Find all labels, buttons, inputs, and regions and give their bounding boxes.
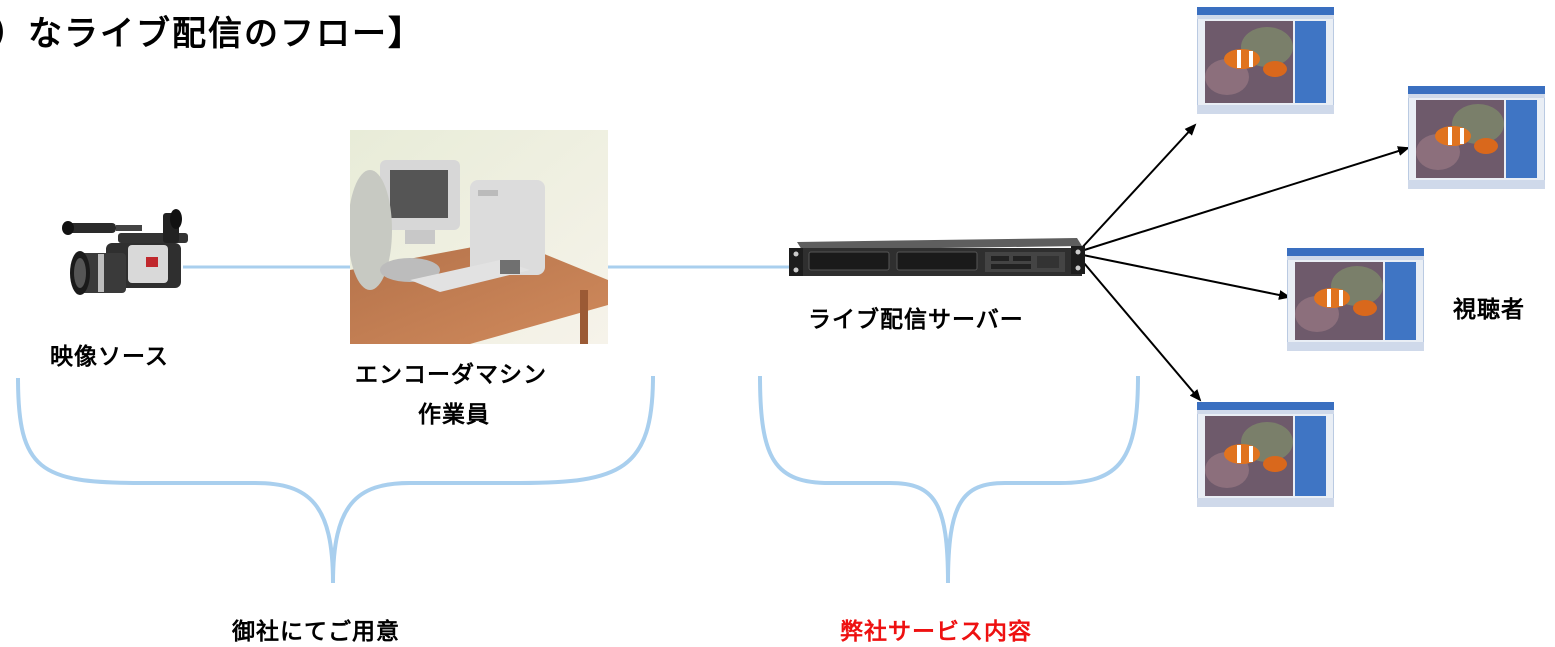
our-service-brace [758, 375, 1140, 584]
arrow-to-viewer-2 [1077, 146, 1410, 253]
page-title: ）なライブ配信のフロー】 [0, 14, 424, 54]
viewer-screen-thumbnail-icon [1197, 402, 1334, 507]
video-source-label: 映像ソース [50, 344, 169, 370]
video-camera-icon [58, 205, 188, 305]
viewer-screen-thumbnail-icon [1408, 86, 1545, 189]
server-label: ライブ配信サーバー [808, 307, 1024, 333]
our-service-label: 弊社サービス内容 [840, 619, 1032, 645]
client-prepares-brace [16, 375, 655, 584]
viewers-label: 視聴者 [1453, 297, 1525, 323]
operator-label: 作業員 [418, 402, 490, 428]
viewer-screen-2 [1408, 86, 1545, 189]
client-prepares-label: 御社にてご用意 [232, 619, 400, 645]
arrow-to-viewer-3 [1077, 253, 1291, 300]
arrow-to-viewer-4 [1077, 255, 1202, 402]
arrow-to-viewer-1 [1077, 123, 1197, 253]
rack-server-icon [787, 236, 1087, 278]
viewer-screen-thumbnail-icon [1197, 7, 1334, 114]
viewer-screen-3 [1287, 248, 1424, 351]
viewer-screen-4 [1197, 402, 1334, 507]
viewer-screen-1 [1197, 7, 1334, 114]
encoder-machine-label: エンコーダマシン [355, 362, 547, 388]
encoder-workstation-photo [350, 130, 608, 344]
viewer-screen-thumbnail-icon [1287, 248, 1424, 351]
